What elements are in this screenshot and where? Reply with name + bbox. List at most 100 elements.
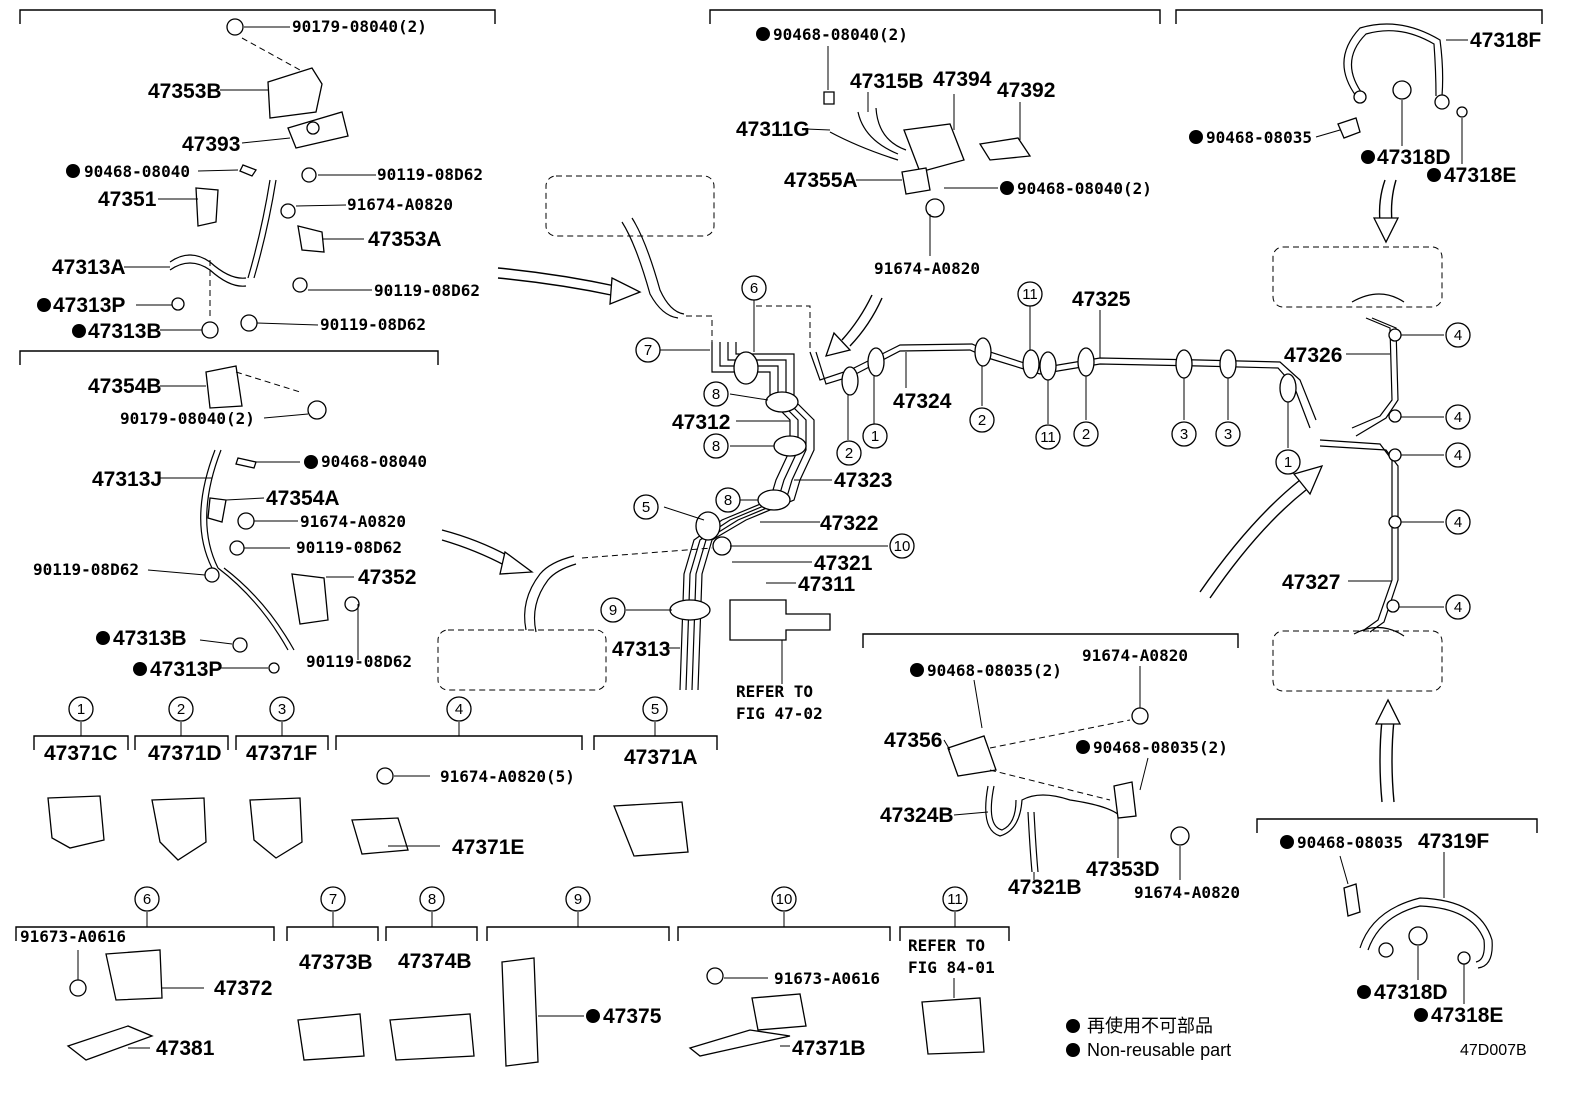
callout-6: 6	[134, 886, 160, 912]
callout-2: 2	[168, 696, 194, 722]
label-47353B: 47353B	[148, 80, 222, 103]
callout-1: 1	[862, 423, 888, 449]
label-47313: 47313	[612, 638, 670, 661]
callout-10: 10	[771, 886, 797, 912]
svg-text:8: 8	[712, 386, 720, 403]
callout-3: 3	[269, 696, 295, 722]
label-90468-08040: 90468-08040	[84, 162, 190, 181]
label-47313A: 47313A	[52, 256, 126, 279]
label-90468-08040: 90468-08040	[321, 452, 427, 471]
svg-text:9: 9	[609, 602, 617, 619]
callout-8: 8	[419, 886, 445, 912]
svg-text:3: 3	[1180, 426, 1188, 443]
label-47371A: 47371A	[624, 746, 698, 769]
label-47393: 47393	[182, 133, 240, 156]
label-47355A: 47355A	[784, 169, 858, 192]
svg-text:4: 4	[455, 701, 463, 718]
label-91674-A0820-5: 91674-A0820(5)	[440, 767, 575, 786]
callout-2: 2	[1073, 421, 1099, 447]
refer-fig-84-01-line2: FIG 84-01	[908, 958, 995, 977]
label-47313P: 47313P	[53, 294, 125, 317]
svg-text:2: 2	[1082, 426, 1090, 443]
label-47312: 47312	[672, 411, 730, 434]
callout-1: 1	[1275, 449, 1301, 475]
svg-text:10: 10	[776, 891, 793, 908]
callout-8: 8	[703, 433, 729, 459]
label-90468-08035-2: 90468-08035(2)	[927, 661, 1062, 680]
callout-11: 11	[1035, 424, 1061, 450]
label-47373B: 47373B	[299, 951, 373, 974]
svg-text:5: 5	[651, 701, 659, 718]
callout-9: 9	[600, 597, 626, 623]
svg-text:5: 5	[642, 499, 650, 516]
legend-japanese: 再使用不可部品	[1087, 1016, 1213, 1036]
part-labels: 90179-08040(2) 47353B 47393 90468-08040 …	[20, 17, 1541, 1060]
label-47318D: 47318D	[1374, 981, 1448, 1004]
label-90468-08040-2: 90468-08040(2)	[773, 25, 908, 44]
label-47319F: 47319F	[1418, 830, 1489, 853]
label-91674-A0820: 91674-A0820	[1082, 646, 1188, 665]
label-47318E: 47318E	[1431, 1004, 1503, 1027]
svg-text:3: 3	[1224, 426, 1232, 443]
callout-5: 5	[633, 494, 659, 520]
svg-text:1: 1	[77, 701, 85, 718]
label-47372: 47372	[214, 977, 272, 1000]
svg-text:2: 2	[177, 701, 185, 718]
label-47318D: 47318D	[1377, 146, 1451, 169]
label-47327: 47327	[1282, 571, 1340, 594]
label-47353D: 47353D	[1086, 858, 1160, 881]
svg-text:7: 7	[329, 891, 337, 908]
label-91673-A0616: 91673-A0616	[20, 927, 126, 946]
leader-lines	[77, 26, 1468, 1049]
figure-code: 47D007B	[1460, 1042, 1527, 1059]
svg-text:10: 10	[894, 538, 911, 555]
label-90119-08D62: 90119-08D62	[320, 315, 426, 334]
label-47324B: 47324B	[880, 804, 954, 827]
label-47356: 47356	[884, 729, 942, 752]
callout-3: 3	[1215, 421, 1241, 447]
callout-6: 6	[741, 275, 767, 301]
svg-text:2: 2	[978, 412, 986, 429]
label-90119-08D62: 90119-08D62	[377, 165, 483, 184]
label-47325: 47325	[1072, 288, 1131, 311]
svg-text:11: 11	[1040, 429, 1056, 446]
svg-text:4: 4	[1454, 409, 1462, 426]
label-90468-08035: 90468-08035	[1297, 833, 1403, 852]
label-47321: 47321	[814, 552, 873, 575]
callout-4: 4	[446, 696, 472, 722]
label-47374B: 47374B	[398, 950, 472, 973]
label-47313P: 47313P	[150, 658, 222, 681]
part-sketches	[47, 18, 1493, 1067]
label-90179-08040-2: 90179-08040(2)	[292, 17, 427, 36]
label-47313J: 47313J	[92, 468, 162, 491]
callout-1: 1	[68, 696, 94, 722]
label-47354A: 47354A	[266, 487, 340, 510]
label-91673-A0616: 91673-A0616	[774, 969, 880, 988]
label-90119-08D62: 90119-08D62	[33, 560, 139, 579]
label-47371C: 47371C	[44, 742, 118, 765]
callout-4: 4	[1445, 594, 1471, 620]
label-47311: 47311	[798, 573, 856, 596]
svg-text:11: 11	[947, 891, 963, 908]
svg-text:3: 3	[278, 701, 286, 718]
label-47353A: 47353A	[368, 228, 442, 251]
label-47371D: 47371D	[148, 742, 222, 765]
svg-text:4: 4	[1454, 514, 1462, 531]
svg-text:4: 4	[1454, 447, 1462, 464]
label-47323: 47323	[834, 469, 892, 492]
label-91674-A0820: 91674-A0820	[874, 259, 980, 278]
label-47313B: 47313B	[113, 627, 187, 650]
svg-text:6: 6	[750, 280, 758, 297]
label-47321B: 47321B	[1008, 876, 1082, 899]
callout-7: 7	[320, 886, 346, 912]
callout-9: 9	[565, 886, 591, 912]
svg-text:4: 4	[1454, 327, 1462, 344]
svg-text:8: 8	[724, 492, 732, 509]
svg-text:8: 8	[428, 891, 436, 908]
label-90119-08D62: 90119-08D62	[306, 652, 412, 671]
label-47354B: 47354B	[88, 375, 162, 398]
legend-english: Non-reusable part	[1087, 1040, 1231, 1060]
svg-text:4: 4	[1454, 599, 1462, 616]
label-47371B: 47371B	[792, 1037, 866, 1060]
